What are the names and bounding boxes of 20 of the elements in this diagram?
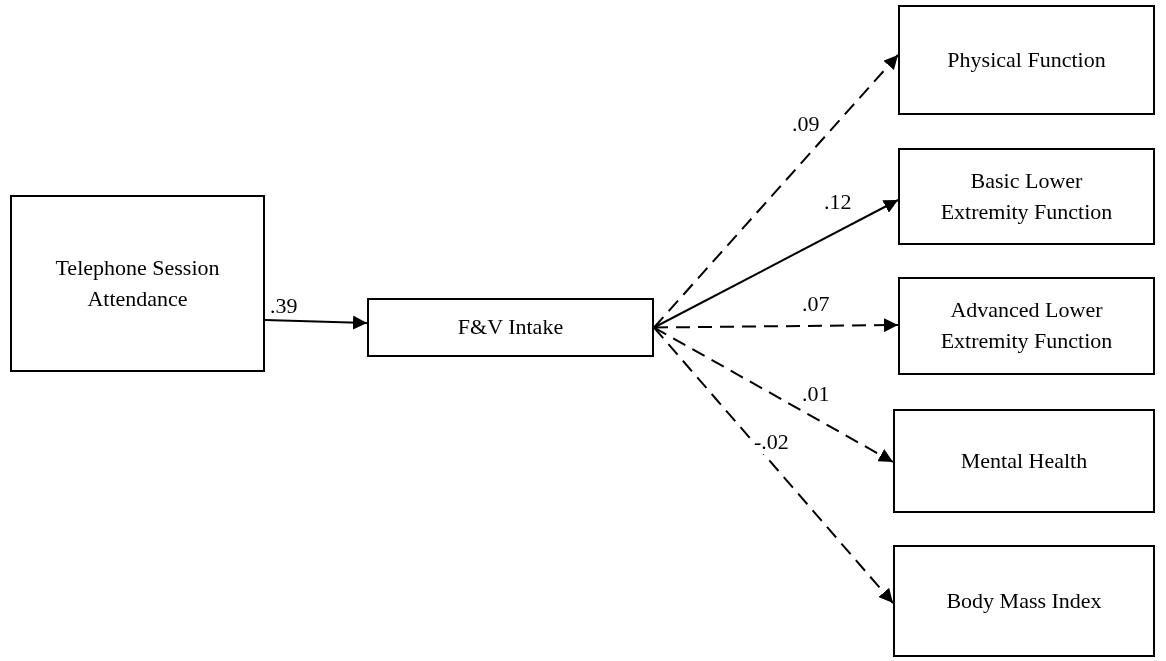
- box-text: Mental Health: [960, 446, 1088, 475]
- box-text: Telephone Session Attendance: [54, 253, 221, 313]
- box-text: Body Mass Index: [946, 586, 1102, 615]
- arrow: [653, 326, 894, 463]
- variable-box: [893, 409, 1155, 513]
- box-text: Basic Lower Extremity Function: [939, 166, 1114, 226]
- box-text: Physical Function: [947, 45, 1106, 74]
- variable-box: [367, 298, 654, 357]
- box-text: Advanced Lower Extremity Function: [939, 296, 1114, 355]
- arrow: [653, 54, 899, 329]
- arrow: [264, 315, 368, 330]
- variable-box: [10, 195, 265, 372]
- variable-box: [898, 148, 1155, 245]
- variable-box: [898, 277, 1155, 375]
- arrow: [653, 318, 899, 333]
- box-text: F&V Intake: [457, 313, 564, 342]
- arrow: [653, 199, 899, 329]
- arrow: [653, 326, 894, 604]
- variable-box: [898, 5, 1155, 115]
- variable-box: [893, 545, 1155, 657]
